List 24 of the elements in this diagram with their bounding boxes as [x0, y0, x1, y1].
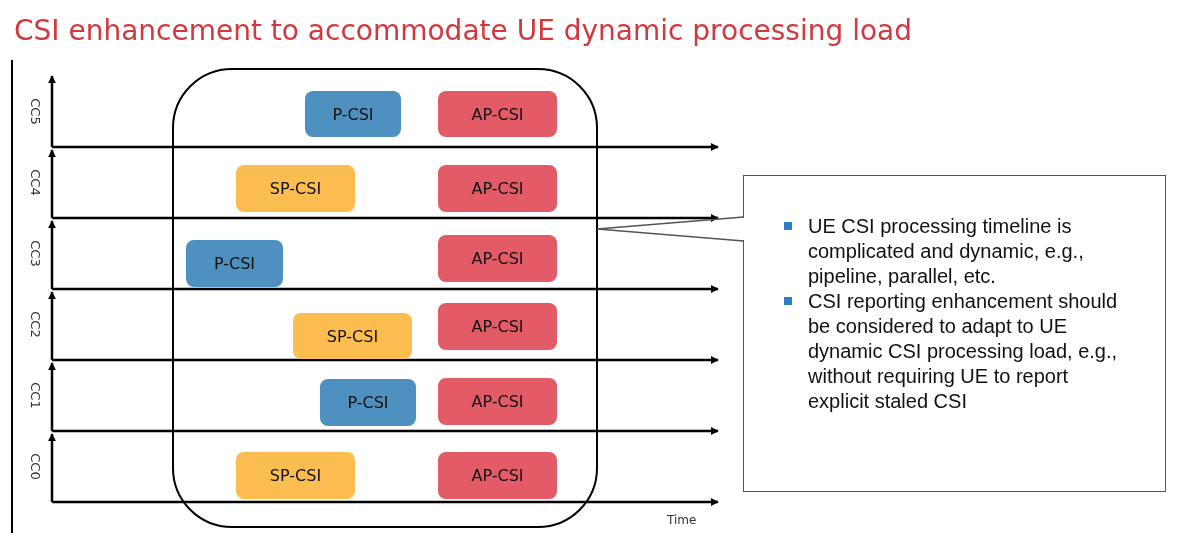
title: CSI enhancement to accommodate UE dynamic processing load — [14, 14, 912, 47]
csi-block: SP-CSI — [293, 313, 412, 359]
axis-label: CC5 — [27, 97, 43, 127]
axis-label: CC1 — [27, 381, 43, 411]
bullet-text: UE CSI processing timeline is complicated and dynamic, e.g., pipeline, parallel, etc. — [782, 214, 1125, 289]
rounded-frame — [172, 68, 598, 528]
callout-box — [743, 175, 1166, 492]
csi-block: P-CSI — [186, 240, 283, 287]
csi-block: AP-CSI — [438, 452, 557, 499]
csi-block: SP-CSI — [236, 165, 355, 212]
csi-block: AP-CSI — [438, 91, 557, 137]
axis-label: CC2 — [27, 310, 43, 340]
axis-label: CC4 — [27, 168, 43, 198]
csi-block: P-CSI — [320, 379, 416, 426]
axis-label: CC3 — [27, 239, 43, 269]
csi-block: SP-CSI — [236, 452, 355, 499]
axis-label: Time — [667, 513, 697, 527]
csi-block: P-CSI — [305, 91, 401, 137]
bullet-text: CSI reporting enhancement should be considered to adapt to UE dynamic CSI processing load, e.g., without requiring UE to report explicit staled CSI — [782, 289, 1125, 414]
csi-block: AP-CSI — [438, 303, 557, 350]
csi-block: AP-CSI — [438, 165, 557, 212]
axis-label: CC0 — [27, 452, 43, 482]
csi-block: AP-CSI — [438, 235, 557, 282]
csi-block: AP-CSI — [438, 378, 557, 425]
